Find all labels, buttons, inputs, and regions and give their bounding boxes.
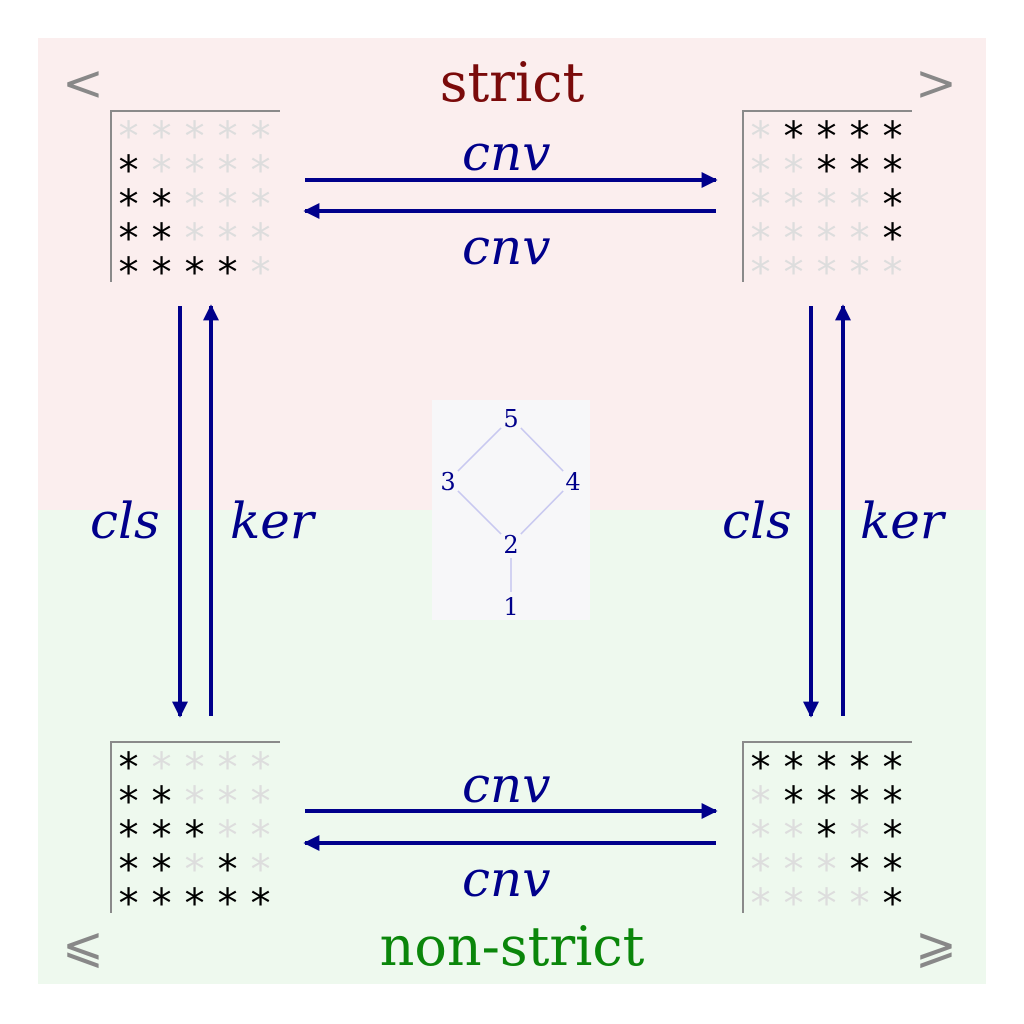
label-left-down: cls (90, 492, 160, 550)
label-right-down: cls (722, 492, 792, 550)
greater-than-symbol: > (915, 54, 957, 112)
strict-title: strict (439, 51, 585, 114)
matrix-top-left: ************************* (110, 110, 280, 296)
lattice-node: 1 (503, 593, 518, 621)
label-top-forward: cnv (462, 124, 551, 182)
lattice-edge (520, 490, 564, 535)
greater-equal-symbol: ⩾ (915, 916, 957, 974)
label-bottom-backward: cnv (462, 850, 551, 908)
lattice-edge (457, 490, 502, 535)
lattice-node: 5 (503, 405, 518, 433)
matrix-bottom-right: ************************* (742, 741, 912, 927)
label-top-backward: cnv (462, 218, 551, 276)
label-bottom-forward: cnv (462, 756, 551, 814)
matrix-top-right: ************************* (742, 110, 912, 296)
lattice-node: 3 (440, 468, 455, 496)
less-equal-symbol: ⩽ (62, 916, 104, 974)
lattice-edge (520, 427, 564, 472)
lattice-edge (457, 427, 502, 472)
less-than-symbol: < (62, 54, 104, 112)
lattice-node: 4 (565, 468, 580, 496)
nonstrict-title: non-strict (379, 915, 645, 978)
label-left-up: ker (230, 492, 314, 550)
label-right-up: ker (860, 492, 944, 550)
lattice-node: 2 (503, 531, 518, 559)
